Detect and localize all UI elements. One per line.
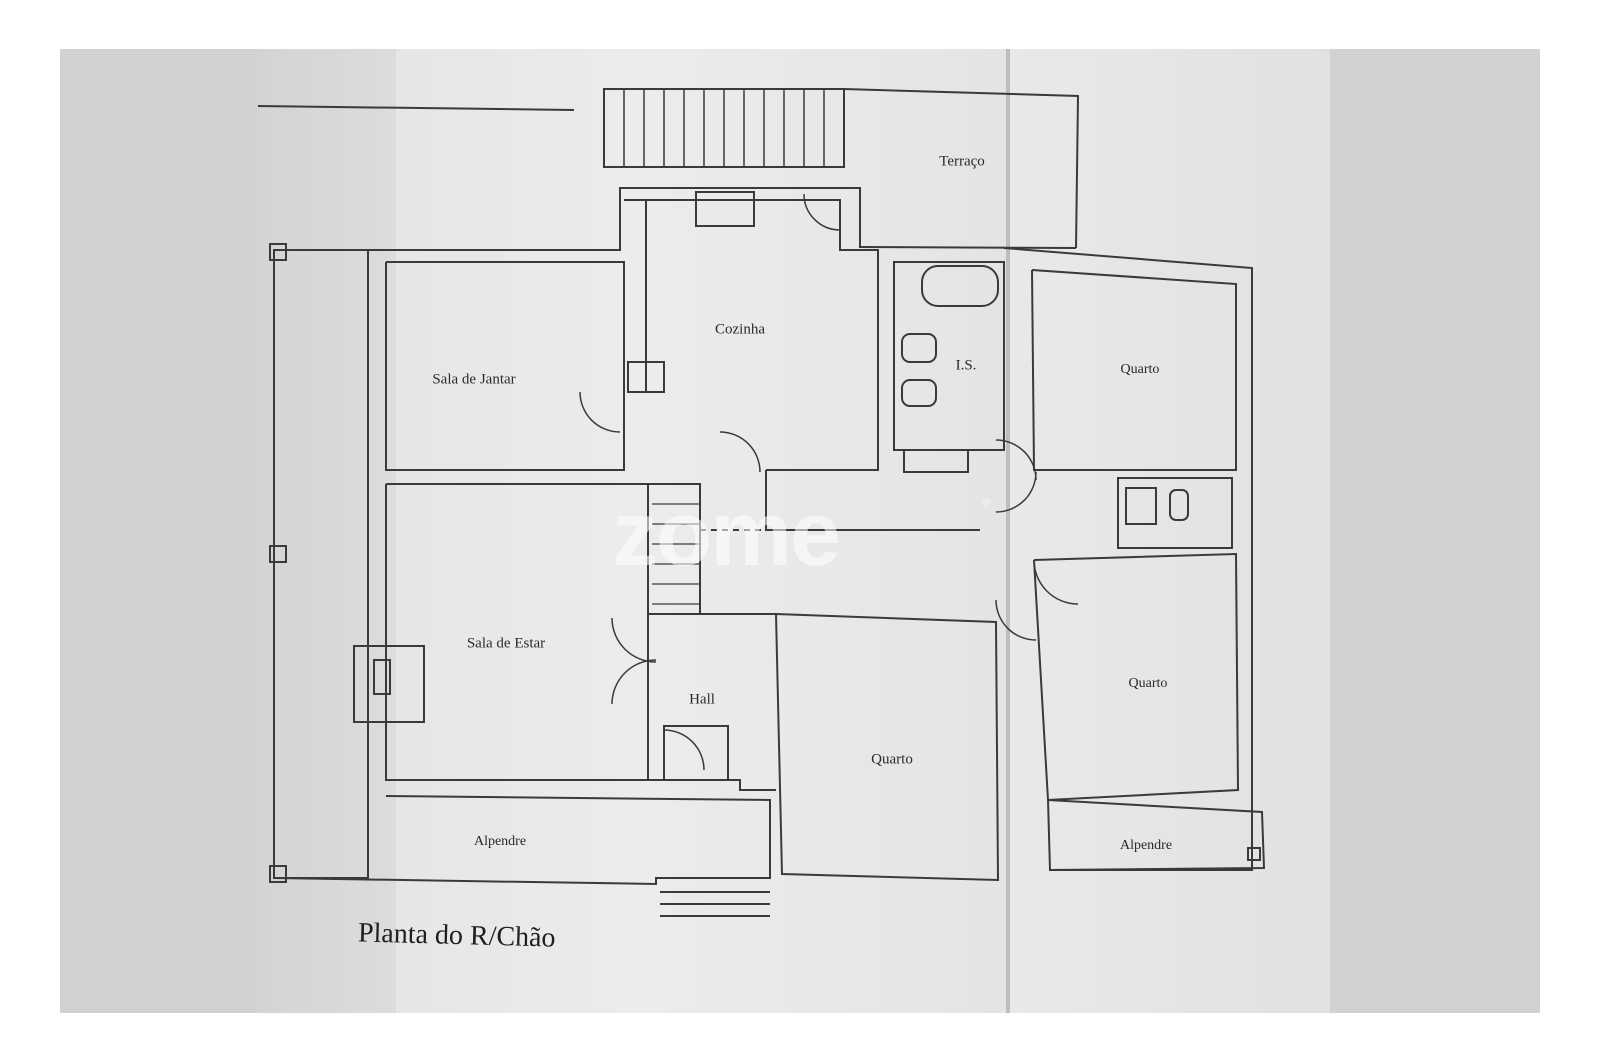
dining-room-walls xyxy=(385,261,625,471)
hall-south-wall xyxy=(648,779,776,791)
north-wall xyxy=(368,187,861,251)
terrace-edge xyxy=(859,246,1077,249)
hall-closet xyxy=(663,725,729,781)
room-label-kitchen: Cozinha xyxy=(715,321,765,338)
bidet xyxy=(901,379,937,407)
bathtub xyxy=(921,265,999,307)
watermark-logo: zome xyxy=(612,483,841,585)
room-label-front-porch: Alpendre xyxy=(473,834,527,849)
toilet xyxy=(901,333,937,363)
kitchen-sink xyxy=(695,191,755,227)
front-porch-outline xyxy=(273,795,771,886)
bath-sink xyxy=(903,449,969,473)
ensuite-walls xyxy=(1117,477,1233,549)
room-label-bedroom-bottom-right: Quarto xyxy=(1128,676,1168,691)
room-label-bedroom-top-right: Quarto xyxy=(1120,362,1160,377)
watermark-registered-mark: ® xyxy=(982,496,991,510)
pillar xyxy=(269,243,287,261)
terrace-outline xyxy=(843,88,1080,249)
hall-corridor xyxy=(765,470,980,531)
bedroom-top-right-walls xyxy=(1031,269,1237,471)
room-label-terrace: Terraço xyxy=(939,153,985,170)
document-page-right xyxy=(1008,49,1330,1013)
living-room-walls xyxy=(385,483,649,781)
bedroom-center-walls xyxy=(775,613,1000,882)
room-label-bathroom: I.S. xyxy=(955,357,977,374)
shower-tray xyxy=(1125,487,1157,525)
fireplace xyxy=(353,645,425,723)
ensuite-toilet xyxy=(1169,489,1189,521)
pillar xyxy=(269,545,287,563)
plan-title: Planta do R/Chão xyxy=(357,917,556,954)
door-swings xyxy=(579,193,1079,771)
bathroom-walls xyxy=(893,261,1005,451)
fireplace-opening xyxy=(373,659,391,695)
pillar xyxy=(269,865,287,883)
room-label-hall: Hall xyxy=(689,691,715,708)
page-fold xyxy=(1006,49,1010,1013)
document-page-left xyxy=(258,49,398,1013)
left-porch-outline xyxy=(273,249,369,879)
room-label-living-room: Sala de Estar xyxy=(466,635,546,652)
right-porch-outline xyxy=(1047,799,1266,872)
pillar xyxy=(1247,847,1261,861)
room-label-dining-room: Sala de Jantar xyxy=(432,371,516,388)
kitchen-stove xyxy=(627,361,665,393)
stair-treads xyxy=(623,89,825,167)
room-label-side-porch: Alpendre xyxy=(1119,838,1173,853)
boundary-line xyxy=(257,105,575,111)
room-label-bedroom-center: Quarto xyxy=(871,751,913,768)
interior-stair-treads xyxy=(652,503,700,605)
bedroom-bottom-right-walls xyxy=(1033,552,1240,802)
